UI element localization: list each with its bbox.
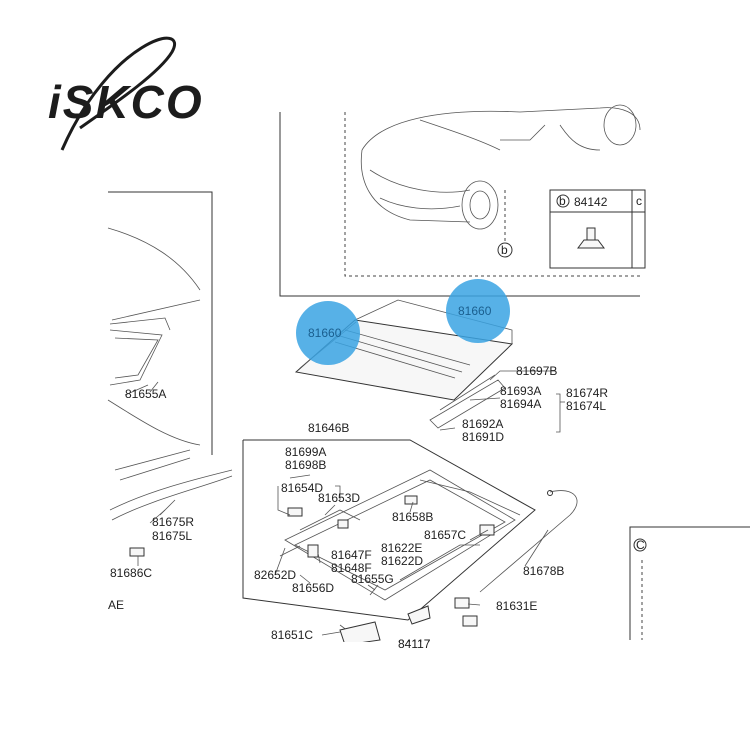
brand-logo: iSKCO bbox=[48, 36, 204, 151]
car-inset: b b 84142 c bbox=[279, 104, 646, 297]
callout-circle-left bbox=[296, 301, 360, 365]
label-84117-visible: 84117 bbox=[398, 637, 431, 651]
bottom-margin bbox=[0, 642, 750, 750]
box-c-marker: c bbox=[636, 194, 642, 208]
callout-label-left: 81660 bbox=[308, 326, 342, 340]
callout-circle-right bbox=[446, 279, 510, 343]
label-81694A: 81694A bbox=[500, 397, 541, 411]
logo-swoosh bbox=[60, 36, 176, 151]
label-81631E: 81631E bbox=[496, 599, 537, 613]
label-81654D: 81654D bbox=[281, 481, 323, 495]
label-81697B: 81697B bbox=[516, 364, 557, 378]
label-81691D: 81691D bbox=[462, 430, 504, 444]
box-b-marker: b bbox=[559, 194, 566, 208]
label-81692A: 81692A bbox=[462, 417, 503, 431]
label-AE: AE bbox=[108, 598, 124, 612]
label-81646B: 81646B bbox=[308, 421, 349, 435]
label-81658B: 81658B bbox=[392, 510, 433, 524]
sunroof-frame bbox=[242, 439, 578, 646]
label-81656D: 81656D bbox=[292, 581, 334, 595]
callout-label-right: 81660 bbox=[458, 304, 492, 318]
part-box-84142 bbox=[549, 189, 646, 269]
clip-icon bbox=[577, 239, 605, 249]
label-81699A: 81699A bbox=[285, 445, 326, 459]
label-81648F: 81648F bbox=[331, 561, 372, 575]
callouts: 81660 81660 bbox=[296, 279, 510, 365]
label-81675R: 81675R bbox=[152, 515, 194, 529]
label-82652D: 82652D bbox=[254, 568, 296, 582]
label-81698B: 81698B bbox=[285, 458, 326, 472]
label-81693A: 81693A bbox=[500, 384, 541, 398]
label-81678B: 81678B bbox=[523, 564, 564, 578]
label-81657C: 81657C bbox=[424, 528, 466, 542]
label-81653D: 81653D bbox=[318, 491, 360, 505]
leader-lines bbox=[124, 370, 565, 636]
right-inset: C bbox=[629, 526, 750, 640]
part-labels: 81655A 81675R 81675L 81686C AE 81697B 81… bbox=[108, 364, 608, 651]
label-81655G: 81655G bbox=[351, 572, 394, 586]
label-81675L: 81675L bbox=[152, 529, 192, 543]
logo-text: iSKCO bbox=[48, 76, 204, 128]
roof-inset bbox=[107, 191, 233, 557]
label-81647F: 81647F bbox=[331, 548, 372, 562]
marker-c: C bbox=[636, 538, 645, 552]
label-81622D: 81622D bbox=[381, 554, 423, 568]
label-84142: 84142 bbox=[574, 195, 608, 209]
marker-b-circle bbox=[497, 242, 513, 258]
label-81674R: 81674R bbox=[566, 386, 608, 400]
label-81674L: 81674L bbox=[566, 399, 606, 413]
marker-b: b bbox=[501, 243, 508, 257]
label-81622E: 81622E bbox=[381, 541, 422, 555]
label-81651C: 81651C bbox=[271, 628, 313, 642]
label-81655A: 81655A bbox=[125, 387, 166, 401]
label-81686C: 81686C bbox=[110, 566, 152, 580]
